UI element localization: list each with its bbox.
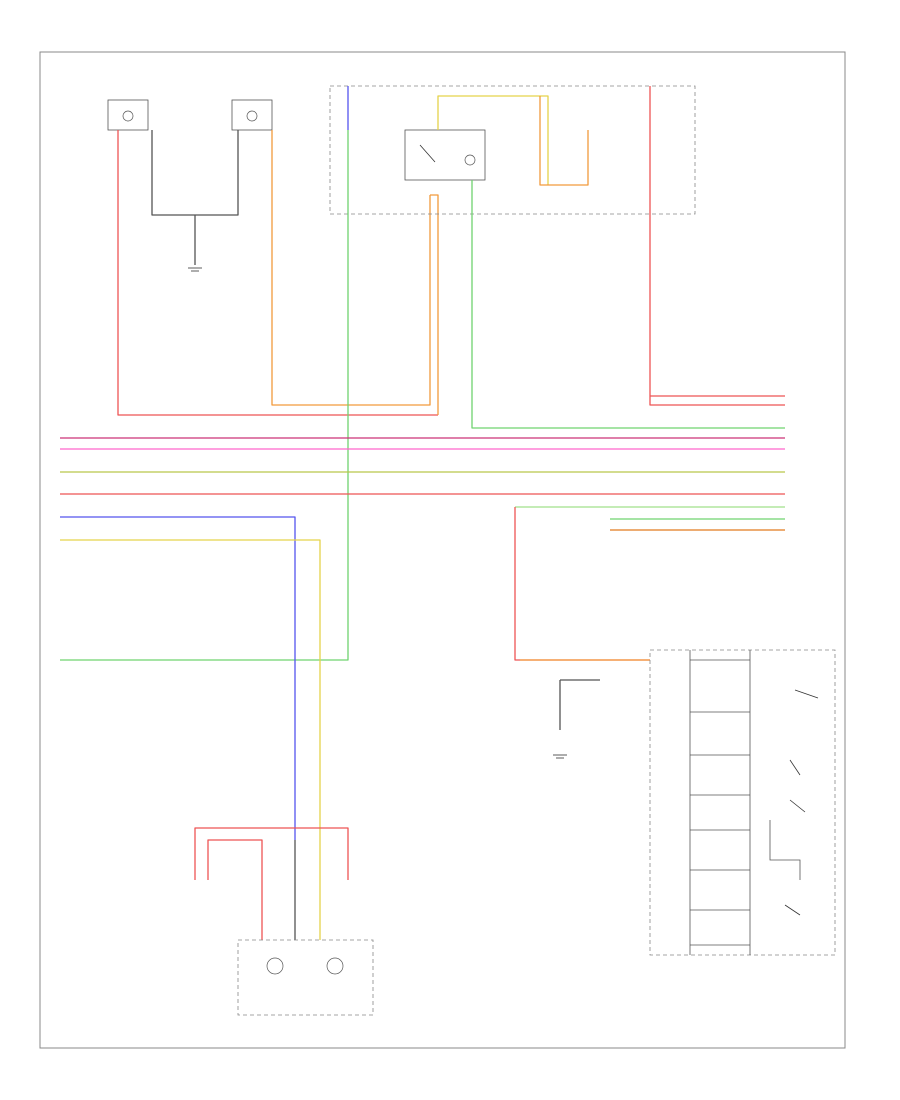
central-switch-box xyxy=(404,129,486,181)
wire-red-bottom-loop xyxy=(194,827,349,880)
top-dashed-region xyxy=(329,85,696,215)
wire-orange-double xyxy=(430,194,439,415)
wire-orange-right-lamp xyxy=(271,130,431,406)
bottom-lamp-module xyxy=(237,939,374,1016)
central-switch-symbol xyxy=(419,144,476,166)
wire-red-bottom-inner xyxy=(207,839,263,940)
bus-blue xyxy=(60,516,296,840)
diagram-frame xyxy=(39,51,846,1049)
left-lamp-module xyxy=(107,99,273,131)
ground-symbol-top-left xyxy=(188,267,202,272)
wire-green-vertical-main xyxy=(60,130,349,661)
lower-right-terminal-rows xyxy=(689,650,751,955)
wire-orange-relay xyxy=(539,96,589,186)
bottom-lamp-left xyxy=(266,957,284,975)
lower-right-dashed-region xyxy=(649,649,836,956)
bus-yellow xyxy=(60,539,321,880)
wire-yellow-top xyxy=(437,95,549,185)
wire-green-right-drop xyxy=(471,180,785,429)
wire-gray-lower-left xyxy=(559,679,600,730)
wire-gray-left-lamps xyxy=(151,130,239,216)
lower-right-switches xyxy=(769,689,819,916)
wire-red-right-drop xyxy=(649,86,785,406)
wire-red-left-lamp xyxy=(117,130,438,416)
ground-symbol-lower xyxy=(553,754,567,759)
bottom-lamp-right xyxy=(326,957,344,975)
